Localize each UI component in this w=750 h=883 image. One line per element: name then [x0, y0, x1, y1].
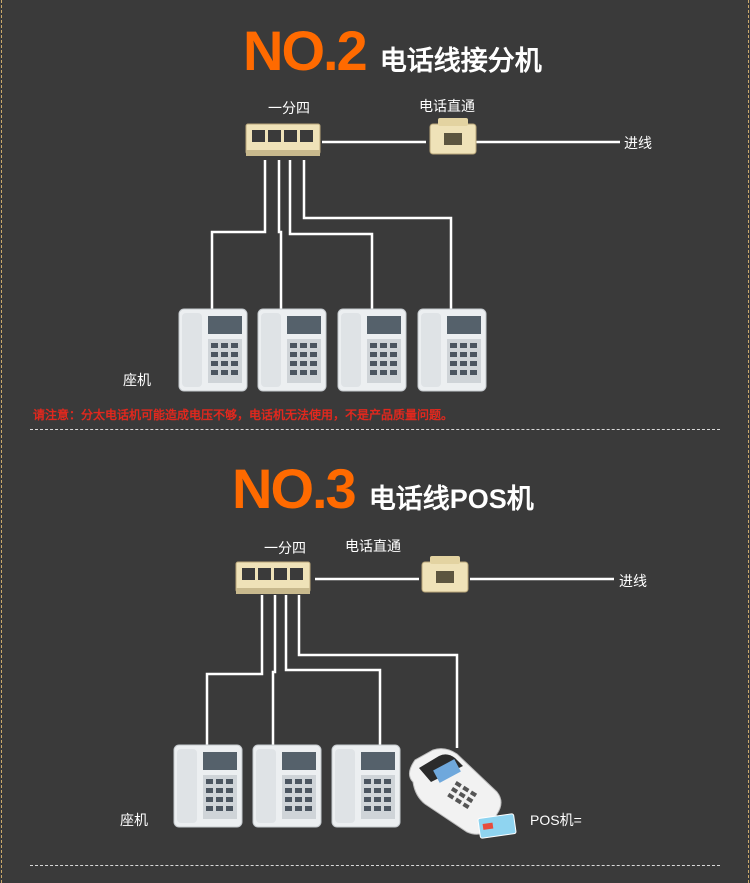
desk-phone-icon	[337, 308, 407, 392]
incoming-line-label: 进线	[619, 573, 647, 589]
coupler-icon	[421, 556, 469, 593]
coupler-icon	[429, 118, 477, 155]
desk-phone-icon	[417, 308, 487, 392]
section-heading: 电话线POS机	[368, 484, 534, 514]
desk-phone-icon	[173, 744, 243, 828]
coupler-label: 电话直通	[419, 98, 475, 114]
phone-wires	[205, 595, 459, 748]
desk-phone-icon	[257, 308, 327, 392]
splitter-label: 一分四	[268, 100, 310, 116]
desk-phone-icon	[252, 744, 322, 828]
section-title: NO.2 电话线接分机	[243, 18, 542, 83]
wiring-diagram	[178, 118, 620, 392]
pos-terminal-label: POS机=	[530, 812, 582, 828]
desk-phone-icon	[331, 744, 401, 828]
section-title: NO.3 电话线POS机	[232, 456, 534, 521]
section-divider	[30, 865, 720, 866]
desk-phone-label: 座机	[120, 812, 148, 828]
warning-note: 请注意：分太电话机可能造成电压不够，电话机无法使用，不是产品质量问题。	[33, 408, 454, 422]
section-heading: 电话线接分机	[379, 46, 542, 76]
section-no3: NO.3 电话线POS机 一分四 电话直通 进线 座机 POS机=	[0, 430, 750, 870]
frame-right-border	[748, 0, 749, 883]
section-divider	[30, 429, 720, 430]
desk-phone-label: 座机	[123, 372, 151, 388]
section-no2: NO.2 电话线接分机 一分四 电话直通 进线 座机 请注意：分太电话机可能造成…	[0, 0, 750, 430]
coupler-label: 电话直通	[345, 538, 401, 554]
incoming-line-label: 进线	[624, 135, 652, 151]
desk-phone-icon	[178, 308, 248, 392]
splitter-label: 一分四	[264, 540, 306, 556]
section-number: NO.2	[243, 19, 368, 82]
wiring-diagram	[173, 556, 614, 839]
phone-wires	[210, 160, 453, 312]
splitter-icon	[245, 123, 321, 156]
splitter-icon	[235, 561, 311, 594]
section-number: NO.3	[232, 457, 357, 520]
frame-left-border	[1, 0, 2, 883]
pos-terminal-icon	[409, 748, 517, 839]
